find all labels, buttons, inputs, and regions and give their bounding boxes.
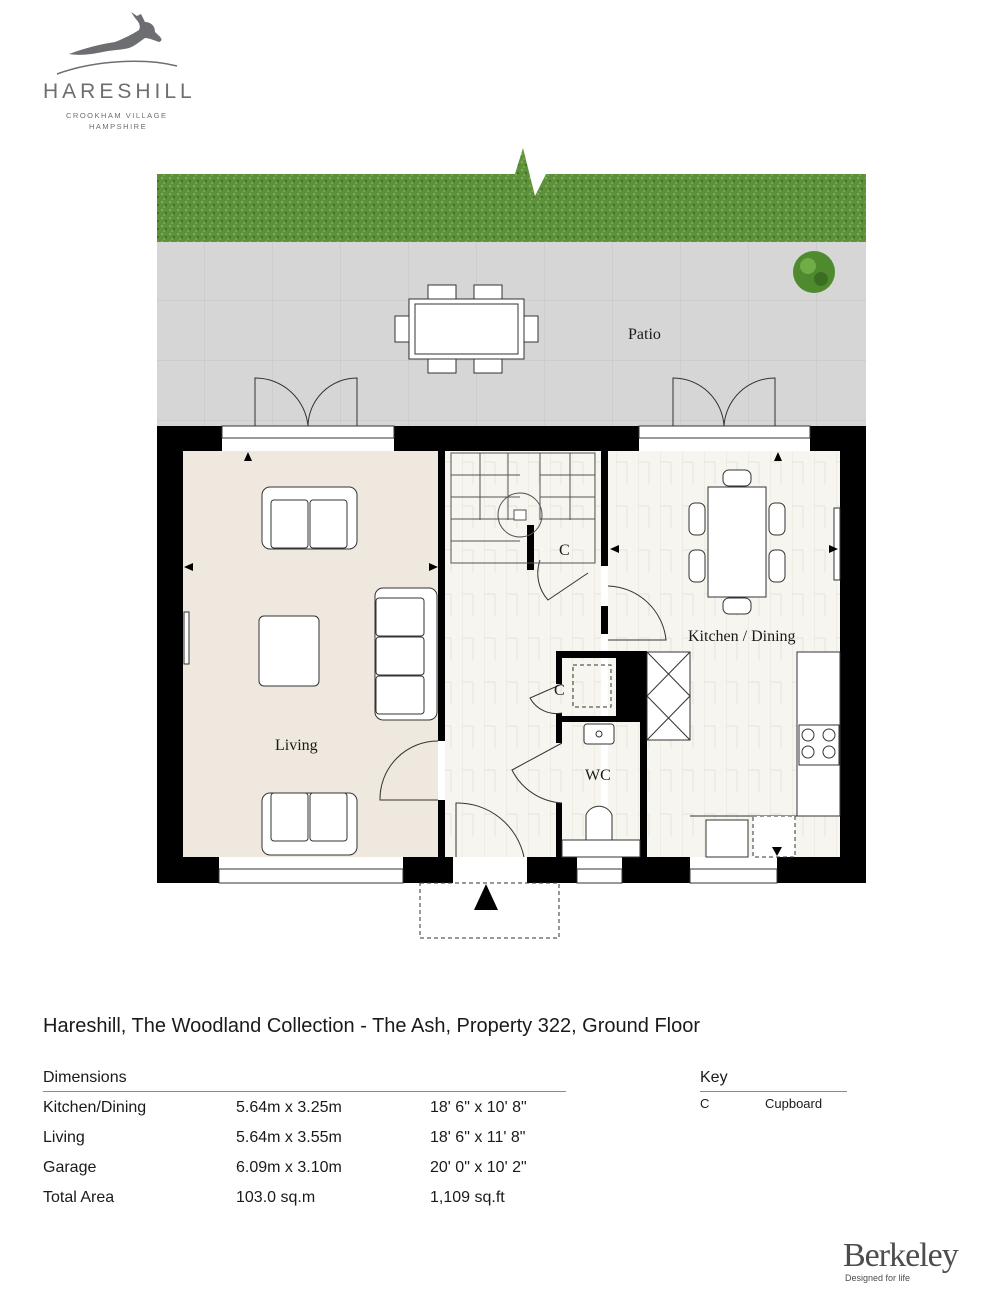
logo-wordmark: HARESHILL bbox=[43, 80, 196, 103]
dimension-room: Kitchen/Dining bbox=[43, 1099, 147, 1116]
living-label: Living bbox=[275, 737, 318, 754]
dimension-row: Garage 6.09m x 3.10m 20' 0" x 10' 2" bbox=[43, 1159, 583, 1183]
dimension-room: Garage bbox=[43, 1159, 97, 1176]
key-heading: Key bbox=[700, 1069, 728, 1086]
entrance-arrow-icon bbox=[474, 884, 498, 910]
dimension-imperial: 18' 6" x 10' 8" bbox=[430, 1099, 527, 1116]
dimension-room: Living bbox=[43, 1129, 85, 1146]
lawn bbox=[157, 148, 866, 242]
hare-logo-icon bbox=[56, 12, 178, 75]
key-item: C Cupboard bbox=[700, 1096, 860, 1114]
berkeley-logo: Berkeley bbox=[843, 1237, 959, 1274]
patio-doors bbox=[254, 377, 776, 427]
dimension-imperial: 18' 6" x 11' 8" bbox=[430, 1129, 526, 1146]
shrub-icon bbox=[793, 251, 835, 293]
key-code: C bbox=[700, 1096, 710, 1111]
dimension-room: Total Area bbox=[43, 1189, 115, 1206]
wc-label: WC bbox=[585, 767, 611, 784]
cupboard-label-stairs: C bbox=[559, 542, 570, 559]
dimension-metric: 6.09m x 3.10m bbox=[236, 1159, 342, 1176]
key-label: Cupboard bbox=[765, 1096, 823, 1111]
dimension-row: Living 5.64m x 3.55m 18' 6" x 11' 8" bbox=[43, 1129, 583, 1153]
patio-label: Patio bbox=[628, 326, 661, 343]
windows bbox=[218, 425, 811, 884]
porch-outline bbox=[419, 882, 560, 939]
dimension-metric: 5.64m x 3.55m bbox=[236, 1129, 342, 1146]
living-furniture bbox=[183, 486, 438, 856]
logo-county-line: HAMPSHIRE bbox=[89, 122, 148, 131]
dimensions-heading: Dimensions bbox=[43, 1069, 127, 1086]
internal-doors bbox=[379, 559, 667, 858]
logo-location-line: CROOKHAM VILLAGE bbox=[66, 111, 168, 120]
kitchen-furniture bbox=[646, 469, 841, 858]
cupboard-unit bbox=[572, 664, 612, 708]
kitchen-dining-label: Kitchen / Dining bbox=[688, 628, 796, 645]
cupboard-label-hall: C bbox=[554, 682, 565, 699]
dimensions-divider bbox=[43, 1091, 566, 1092]
dimension-row: Kitchen/Dining 5.64m x 3.25m 18' 6" x 10… bbox=[43, 1099, 583, 1123]
view-markers bbox=[184, 452, 838, 856]
berkeley-tagline: Designed for life bbox=[845, 1273, 911, 1283]
staircase bbox=[450, 452, 596, 564]
dimension-imperial: 20' 0" x 10' 2" bbox=[430, 1159, 527, 1176]
wc-fittings bbox=[561, 723, 641, 858]
dimension-row: Total Area 103.0 sq.m 1,109 sq.ft bbox=[43, 1189, 583, 1213]
dimension-metric: 5.64m x 3.25m bbox=[236, 1099, 342, 1116]
key-divider bbox=[700, 1091, 847, 1092]
dimension-metric: 103.0 sq.m bbox=[236, 1189, 316, 1206]
floor-plan: Patio bbox=[157, 148, 866, 939]
walls bbox=[157, 426, 866, 883]
patio-table bbox=[394, 284, 539, 374]
plan-title: Hareshill, The Woodland Collection - The… bbox=[43, 1015, 701, 1037]
dimension-imperial: 1,109 sq.ft bbox=[430, 1189, 505, 1206]
